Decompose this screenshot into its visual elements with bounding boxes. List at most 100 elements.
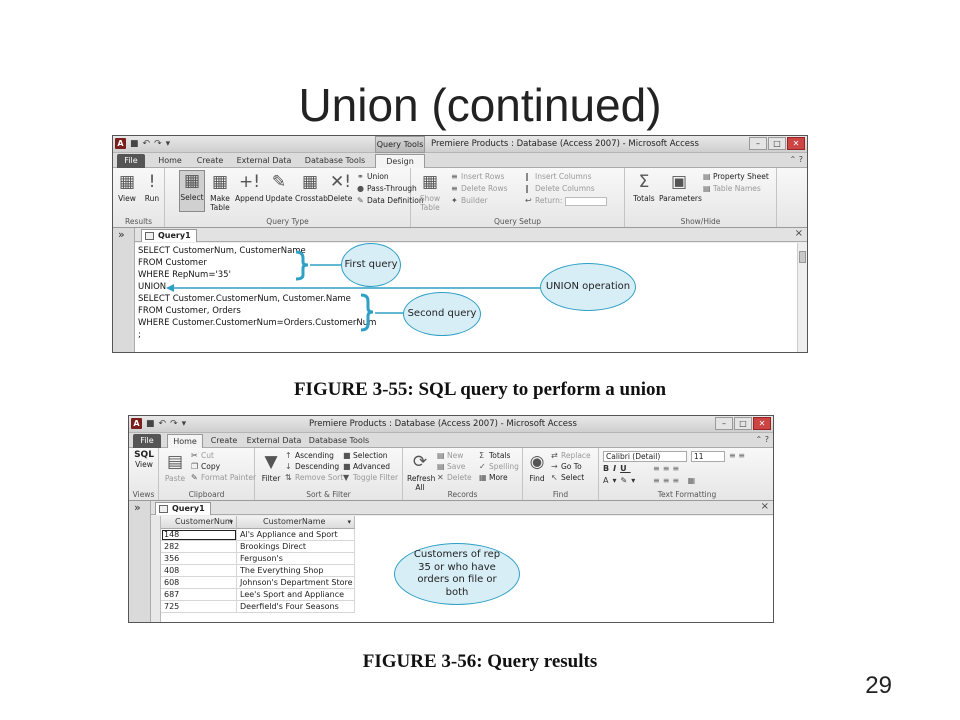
- access-app-icon[interactable]: A: [131, 418, 142, 429]
- run-button[interactable]: !Run: [141, 172, 163, 203]
- descending-button[interactable]: ↓Descending: [285, 462, 339, 471]
- pass-through-button[interactable]: ●Pass-Through: [357, 184, 417, 193]
- tab-file[interactable]: File: [133, 434, 161, 448]
- tab-database-tools[interactable]: Database Tools: [304, 156, 366, 165]
- customize-qat-icon[interactable]: ▾: [165, 138, 171, 149]
- find-button[interactable]: ◉Find: [525, 452, 549, 483]
- delete-query-button[interactable]: ✕!Delete: [327, 172, 353, 203]
- column-header-customername[interactable]: CustomerName▾: [237, 516, 355, 529]
- table-cell[interactable]: Lee's Sport and Appliance: [237, 589, 355, 601]
- close-button[interactable]: ✕: [787, 137, 805, 150]
- document-tab-query1[interactable]: Query1: [155, 502, 211, 515]
- table-cell[interactable]: 608: [161, 577, 237, 589]
- tab-create[interactable]: Create: [196, 156, 224, 165]
- property-sheet-button[interactable]: ▤Property Sheet: [703, 172, 769, 181]
- minimize-button[interactable]: –: [715, 417, 733, 430]
- view-button[interactable]: ▦View: [116, 172, 138, 203]
- navigation-pane-collapsed[interactable]: »: [129, 501, 151, 622]
- vertical-scrollbar[interactable]: [797, 243, 807, 352]
- alignment-icons[interactable]: ≡≡≡ ▦: [653, 476, 699, 485]
- navigation-pane-collapsed[interactable]: »: [113, 228, 135, 352]
- font-color-icons[interactable]: A▾✎▾: [603, 476, 640, 485]
- document-tab-query1[interactable]: Query1: [141, 229, 197, 242]
- union-button[interactable]: ⚭Union: [357, 172, 389, 181]
- save-icon[interactable]: ■: [130, 138, 139, 149]
- customize-qat-icon[interactable]: ▾: [181, 418, 187, 429]
- scrollbar-thumb[interactable]: [799, 251, 806, 263]
- close-document-icon[interactable]: ×: [794, 228, 803, 239]
- column-dropdown-icon[interactable]: ▾: [229, 518, 233, 526]
- return-field[interactable]: ↩Return:: [525, 196, 608, 206]
- paste-button[interactable]: ▤Paste: [163, 452, 187, 483]
- tab-file[interactable]: File: [117, 154, 145, 168]
- undo-icon[interactable]: ↶: [158, 418, 167, 429]
- tab-design[interactable]: Design: [375, 154, 425, 168]
- redo-icon[interactable]: ↷: [170, 418, 178, 429]
- table-cell[interactable]: Brookings Direct: [237, 541, 355, 553]
- cut-button[interactable]: ✂Cut: [191, 451, 214, 460]
- tab-home[interactable]: Home: [167, 434, 203, 448]
- tab-external-data[interactable]: External Data: [246, 436, 302, 445]
- tab-external-data[interactable]: External Data: [236, 156, 292, 165]
- delete-rows-button[interactable]: ≡Delete Rows: [451, 184, 508, 193]
- tab-database-tools[interactable]: Database Tools: [308, 436, 370, 445]
- table-cell[interactable]: 687: [161, 589, 237, 601]
- remove-sort-button[interactable]: ⇅Remove Sort: [285, 473, 343, 482]
- expand-chevron-icon[interactable]: »: [134, 501, 141, 514]
- append-button[interactable]: +!Append: [235, 172, 264, 203]
- redo-icon[interactable]: ↷: [154, 138, 162, 149]
- table-cell[interactable]: Deerfield's Four Seasons: [237, 601, 355, 613]
- list-format-icons[interactable]: ≡ ≡: [729, 451, 745, 460]
- table-cell[interactable]: Ferguson's: [237, 553, 355, 565]
- close-document-icon[interactable]: ×: [760, 501, 769, 512]
- table-cell[interactable]: Johnson's Department Store: [237, 577, 355, 589]
- refresh-all-button[interactable]: ⟳Refresh All: [407, 452, 435, 492]
- tab-home[interactable]: Home: [158, 156, 182, 165]
- table-cell[interactable]: Al's Appliance and Sport: [237, 529, 355, 541]
- toggle-filter-button[interactable]: ▼Toggle Filter: [343, 473, 398, 482]
- restore-button[interactable]: □: [768, 137, 786, 150]
- data-definition-button[interactable]: ✎Data Definition: [357, 196, 424, 205]
- insert-columns-button[interactable]: ‖Insert Columns: [525, 172, 592, 181]
- copy-button[interactable]: ❐Copy: [191, 462, 220, 471]
- access-app-icon[interactable]: A: [115, 138, 126, 149]
- more-button[interactable]: ▦More: [479, 473, 508, 482]
- sql-editor[interactable]: SELECT CustomerNum, CustomerName FROM Cu…: [135, 243, 807, 352]
- builder-button[interactable]: ✦Builder: [451, 196, 488, 205]
- parameters-button[interactable]: ▣Parameters: [659, 172, 702, 203]
- advanced-button[interactable]: ■Advanced: [343, 462, 390, 471]
- spelling-button[interactable]: ✓Spelling: [479, 462, 519, 471]
- tab-create[interactable]: Create: [210, 436, 238, 445]
- font-name-dropdown[interactable]: Calibri (Detail): [603, 451, 687, 462]
- column-header-customernum[interactable]: CustomerNum▾: [161, 516, 237, 529]
- filter-button[interactable]: ▼Filter: [259, 452, 283, 483]
- undo-icon[interactable]: ↶: [142, 138, 151, 149]
- show-table-button[interactable]: ▦Show Table: [417, 172, 443, 212]
- save-icon[interactable]: ■: [146, 418, 155, 429]
- table-cell[interactable]: 148: [161, 529, 237, 541]
- ascending-button[interactable]: ↑Ascending: [285, 451, 334, 460]
- table-cell[interactable]: 282: [161, 541, 237, 553]
- table-cell[interactable]: The Everything Shop: [237, 565, 355, 577]
- update-button[interactable]: ✎Update: [265, 172, 293, 203]
- indent-icons[interactable]: ≡≡≡: [653, 464, 683, 473]
- delete-record-button[interactable]: ✕Delete: [437, 473, 472, 482]
- selection-button[interactable]: ■Selection: [343, 451, 388, 460]
- replace-button[interactable]: ⇄Replace: [551, 451, 591, 460]
- new-record-button[interactable]: ▤New: [437, 451, 463, 460]
- make-table-button[interactable]: ▦Make Table: [207, 172, 233, 212]
- return-dropdown[interactable]: [565, 196, 608, 206]
- go-to-button[interactable]: →Go To: [551, 462, 582, 471]
- restore-button[interactable]: □: [734, 417, 752, 430]
- record-selector-column[interactable]: [151, 516, 161, 622]
- table-cell[interactable]: 356: [161, 553, 237, 565]
- minimize-button[interactable]: –: [749, 137, 767, 150]
- expand-chevron-icon[interactable]: »: [118, 228, 125, 241]
- insert-rows-button[interactable]: ≡Insert Rows: [451, 172, 504, 181]
- table-names-button[interactable]: ▤Table Names: [703, 184, 761, 193]
- close-button[interactable]: ✕: [753, 417, 771, 430]
- save-record-button[interactable]: ▤Save: [437, 462, 465, 471]
